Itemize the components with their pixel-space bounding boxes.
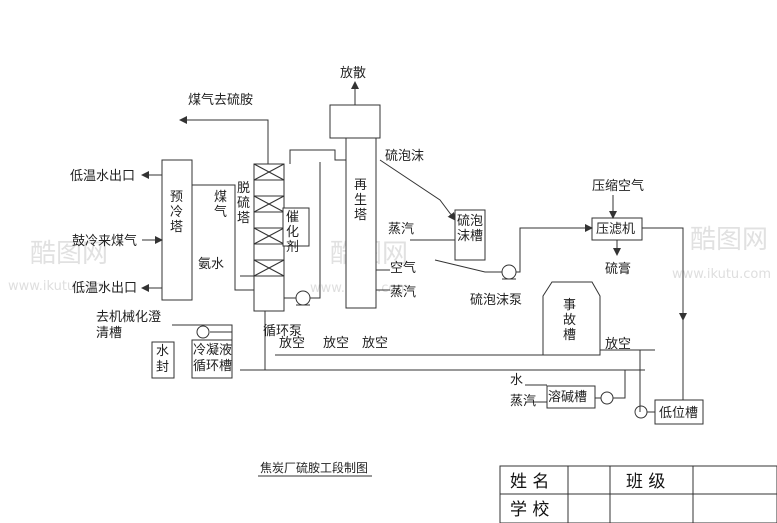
label-ammonia-water: 氨水 [198, 257, 224, 272]
label-gas-from-cooling: 鼓冷来煤气 [72, 233, 137, 249]
label-precooler: 预冷塔 [170, 190, 184, 235]
label-low-temp-out-2: 低温水出口 [72, 281, 137, 296]
watermark-logo: 酷图网 [690, 225, 768, 255]
watermark-url: www.ikutu.com [8, 279, 107, 294]
low-tank-box [654, 399, 704, 425]
precooler-tower [161, 159, 193, 301]
label-desulf-tower: 脱硫塔 [237, 181, 251, 226]
label-air: 空气 [390, 260, 416, 276]
label-condensate-tank: 冷凝液循环槽 [193, 343, 233, 374]
foam-tank-box [454, 209, 486, 261]
label-vent-1: 放空 [279, 336, 305, 351]
label-water: 水 [510, 373, 523, 388]
label-alkali-tank: 溶碱槽 [548, 390, 587, 405]
label-gas-to-ammonium: 煤气去硫胺 [188, 92, 253, 108]
label-circ-pump: 循环泵 [263, 324, 302, 339]
label-steam-3: 蒸汽 [510, 394, 536, 409]
label-catalyst: 催化剂 [286, 210, 300, 255]
watermark-url: www.ikutu.com [672, 267, 771, 282]
label-low-temp-out-1: 低温水出口 [70, 169, 135, 184]
packing-lines [253, 163, 285, 277]
title-block-class-label: 班 级 [626, 472, 665, 492]
label-foam-tank: 硫泡沫槽 [457, 214, 484, 244]
label-steam-1: 蒸汽 [388, 222, 414, 237]
label-vent-top: 放散 [340, 66, 366, 81]
label-steam-2: 蒸汽 [390, 285, 416, 300]
watermark-logo: 酷图网 [30, 239, 108, 269]
regen-tower [345, 137, 377, 309]
title-block-school-label: 学 校 [510, 500, 549, 520]
pipes [141, 81, 687, 413]
label-water-seal: 水封 [156, 344, 170, 375]
label-gas-in: 煤气 [214, 190, 228, 220]
label-filter-press: 压滤机 [596, 222, 635, 237]
watermark: 酷图网 www.ikutu.com 酷图网 www.ikutu.com 酷图网 … [8, 225, 771, 296]
label-regen-tower: 再生塔 [354, 178, 368, 223]
condensate-tank-box [191, 339, 233, 379]
label-to-clarifier: 去机械化澄清槽 [96, 310, 162, 341]
label-low-tank: 低位槽 [659, 406, 698, 421]
label-vent-3: 放空 [362, 336, 388, 351]
label-sulfur-foam: 硫泡沫 [385, 149, 424, 164]
title-block: 姓 名 班 级 学 校 [499, 465, 777, 523]
label-foam-pump: 硫泡沫泵 [470, 293, 522, 308]
alkali-tank-box [546, 385, 596, 409]
title-block-name-label: 姓 名 [510, 472, 549, 492]
label-vent-4: 放空 [605, 337, 631, 352]
water-seal-box [151, 341, 175, 379]
label-compressed-air: 压缩空气 [592, 178, 644, 194]
label-sulfur-paste: 硫膏 [605, 261, 631, 277]
labels: 放散 煤气去硫胺 低温水出口 鼓冷来煤气 低温水出口 氨水 硫泡沫 蒸汽 空气 … [70, 66, 698, 421]
label-accident-tank: 事故槽 [563, 298, 577, 343]
regen-tower-top [329, 104, 381, 139]
catalyst-box [282, 207, 310, 247]
desulfurization-tower [253, 163, 285, 312]
label-vent-2: 放空 [323, 336, 349, 351]
diagram-title: 焦炭厂硫胺工段制图 [260, 460, 368, 475]
